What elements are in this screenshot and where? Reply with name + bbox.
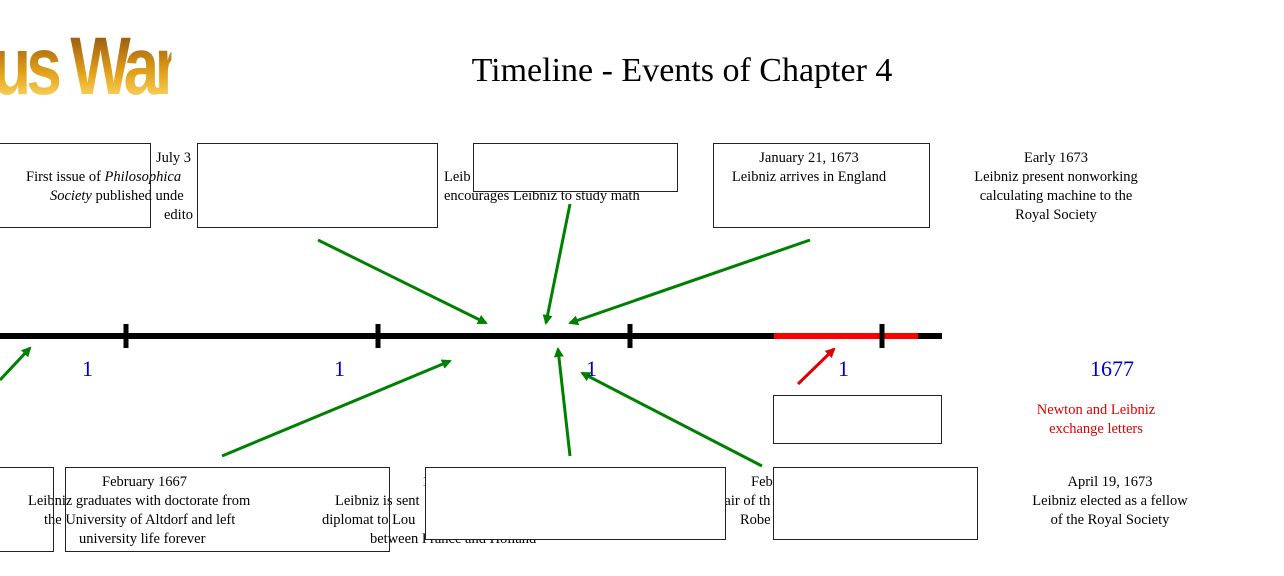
- event-date: Feb: [751, 474, 773, 490]
- event-box: [0, 143, 151, 228]
- arrow: [0, 346, 32, 382]
- arrow: [317, 238, 488, 325]
- event-text: Leibniz arrives in England: [731, 169, 887, 185]
- event-box-blank: [773, 395, 942, 444]
- event-box-blank: [197, 143, 438, 228]
- event-text: diplomat to Lou: [322, 512, 416, 528]
- event-text: Robe: [740, 512, 771, 528]
- event-box: [65, 467, 390, 552]
- event-date: Early 1673: [1023, 150, 1089, 166]
- event-july: July 3 First issue of Philosophica Socie…: [0, 149, 340, 225]
- event-box: [713, 143, 930, 228]
- arrow: [542, 203, 572, 325]
- event-text: university life forever: [79, 531, 206, 547]
- event-text: calculating machine to the: [979, 188, 1133, 204]
- event-april-1673: April 19, 1673 Leibniz elected as a fell…: [1012, 473, 1208, 530]
- arrow: [580, 371, 763, 468]
- event-text: Leibniz graduates with doctorate from: [28, 493, 251, 509]
- arrow: [553, 347, 572, 457]
- event-early-1673: Early 1673 Leibniz present nonworking ca…: [950, 149, 1162, 225]
- event-text: Royal Society: [1015, 207, 1097, 223]
- event-text: exchange letters: [1049, 421, 1143, 437]
- event-text: Society published unde: [50, 188, 184, 204]
- event-text: edito: [164, 207, 193, 223]
- year-label: 1: [838, 356, 849, 381]
- event-text: Newton and Leibniz: [1036, 402, 1156, 418]
- event-leibniz-math: Leib encourages Leibniz to study math: [444, 168, 704, 206]
- event-date: January 21, 1673: [759, 150, 859, 166]
- event-date: February 1667: [102, 474, 187, 490]
- event-text: Leibniz is sent: [335, 493, 420, 509]
- year-label: 1677: [1090, 356, 1134, 381]
- event-box: [0, 467, 54, 552]
- arrow: [568, 238, 811, 326]
- event-text: Leibniz elected as a fellow: [1032, 493, 1188, 509]
- page-title: Timeline - Events of Chapter 4: [471, 52, 893, 89]
- year-label: 1: [334, 356, 345, 381]
- event-text: Leibniz present nonworking: [974, 169, 1138, 185]
- year-label: 1: [586, 356, 597, 381]
- arrow: [221, 359, 452, 458]
- event-text: the University of Altdorf and left: [44, 512, 236, 528]
- event-date: April 19, 1673: [1067, 474, 1153, 490]
- event-box-blank: [425, 467, 726, 540]
- event-feb-1667: February 1667 Leibniz graduates with doc…: [0, 473, 300, 549]
- event-jan-1673: January 21, 1673 Leibniz arrives in Engl…: [714, 149, 904, 187]
- event-text: First issue of Philosophica: [26, 169, 182, 185]
- event-text: of the Royal Society: [1050, 512, 1170, 528]
- year-label: 1: [82, 356, 93, 381]
- event-box-blank: [773, 467, 978, 540]
- event-text: encourages Leibniz to study math: [444, 188, 640, 204]
- arrow-red: [796, 347, 836, 386]
- event-text: Leib: [444, 169, 471, 185]
- event-box-blank: [473, 143, 678, 192]
- event-letters: Newton and Leibniz exchange letters: [1006, 401, 1186, 439]
- event-date: July 3: [156, 150, 192, 166]
